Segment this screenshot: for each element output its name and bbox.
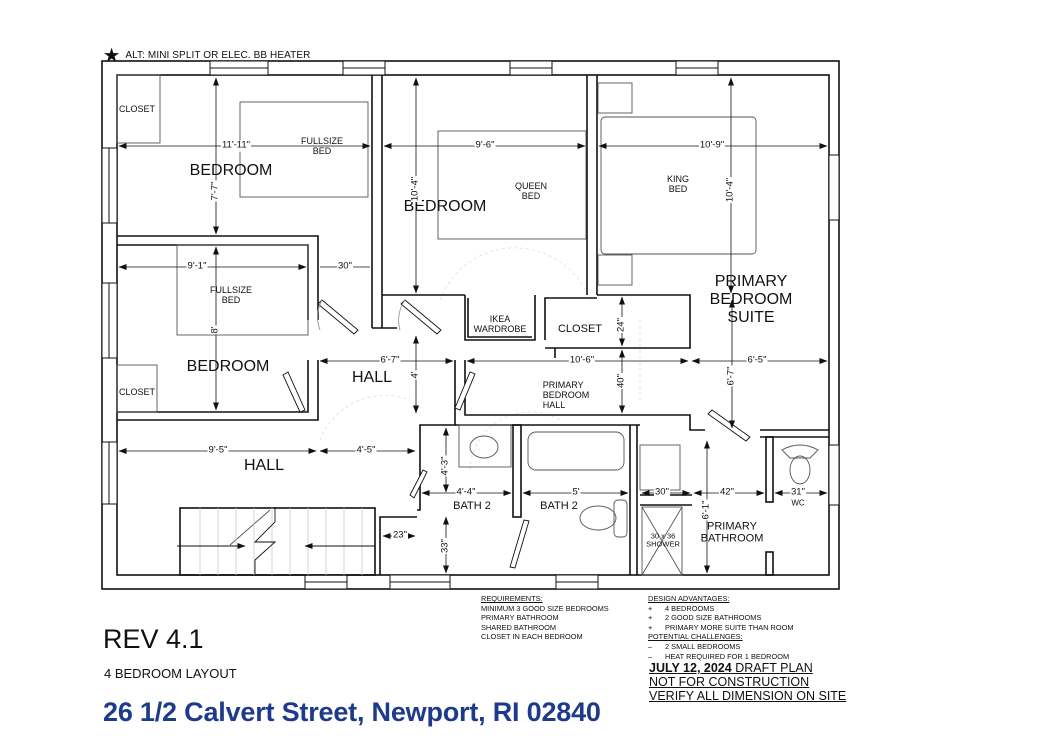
windows bbox=[101, 60, 840, 590]
challenges-title: POTENTIAL CHALLENGES: bbox=[648, 632, 743, 642]
dim-hall-south-extra: 4'-5" bbox=[355, 444, 377, 457]
requirement-item: MINIMUM 3 GOOD SIZE BEDROOMS bbox=[481, 603, 609, 613]
bedroom-center-label: BEDROOM bbox=[403, 198, 487, 216]
dim-primary-suite-height: 10'-4" bbox=[724, 176, 737, 204]
advantage-item: +2 GOOD SIZE BATHROOMS bbox=[648, 613, 762, 623]
bath2-vanity-label: BATH 2 bbox=[453, 499, 491, 512]
requirement-item: CLOSET IN EACH BEDROOM bbox=[481, 632, 583, 642]
dim-bedroom-w-width: 9'-1" bbox=[186, 260, 208, 273]
requirements-block: REQUIREMENTS: MINIMUM 3 GOOD SIZE BEDROO… bbox=[481, 594, 609, 642]
challenge-item: –2 SMALL BEDROOMS bbox=[648, 641, 741, 651]
hall-south-label: HALL bbox=[243, 457, 285, 475]
draft-notice: JULY 12, 2024 DRAFT PLAN NOT FOR CONSTRU… bbox=[649, 661, 846, 703]
design-notes-block: DESIGN ADVANTAGES: +4 BEDROOMS +2 GOOD S… bbox=[648, 594, 794, 661]
bedroom-w-label: BEDROOM bbox=[186, 358, 270, 376]
not-for-construction: NOT FOR CONSTRUCTION bbox=[649, 675, 810, 689]
revision-label: REV 4.1 bbox=[103, 624, 204, 654]
stair-break bbox=[177, 507, 375, 575]
dim-bath2-width: 4'-4" bbox=[455, 486, 477, 499]
requirement-item: PRIMARY BATHROOM bbox=[481, 613, 559, 623]
draft-date-line: JULY 12, 2024 DRAFT PLAN bbox=[649, 661, 813, 675]
dim-primary-bath-vanity: 30" bbox=[654, 486, 670, 499]
wc-label: WC bbox=[791, 498, 805, 508]
closet-primary-label: CLOSET bbox=[557, 322, 603, 335]
dim-primary-bath-height: 6'-1" bbox=[700, 499, 713, 521]
bath2-tub-label: BATH 2 bbox=[540, 499, 578, 512]
dim-bedroom-nw-height: 7'-7" bbox=[209, 180, 222, 202]
advantages-title: DESIGN ADVANTAGES: bbox=[648, 594, 730, 603]
requirement-item: SHARED BATHROOM bbox=[481, 622, 557, 632]
verify-dimensions: VERIFY ALL DIMENSION ON SITE bbox=[649, 689, 847, 703]
dim-primary-bath-middle: 42" bbox=[719, 486, 735, 499]
bedroom-nw-label: BEDROOM bbox=[189, 162, 273, 180]
faint-guides bbox=[319, 247, 641, 471]
dim-primary-hall-width: 10'-6" bbox=[568, 354, 596, 367]
challenge-item: –HEAT REQUIRED FOR 1 BEDROOM bbox=[648, 651, 790, 661]
dim-primary-suite-side-height: 6'-7" bbox=[725, 365, 738, 387]
dim-bedroom-center-width: 9'-6" bbox=[474, 139, 496, 152]
advantage-item: +4 BEDROOMS bbox=[648, 603, 715, 613]
dim-primary-suite-side: 6'-5" bbox=[746, 354, 768, 367]
dim-bedroom-w-height: 8' bbox=[209, 325, 222, 335]
dim-primary-hall-height: 40" bbox=[615, 373, 628, 389]
dim-gap-30: 30" bbox=[337, 260, 353, 273]
property-address: 26 1/2 Calvert Street, Newport, RI 02840 bbox=[103, 697, 601, 727]
closet-label-nw: CLOSET bbox=[118, 103, 156, 114]
stair-treads bbox=[199, 508, 363, 575]
dim-bedroom-center-height: 10'-4" bbox=[409, 175, 422, 203]
requirements-title: REQUIREMENTS: bbox=[481, 594, 543, 603]
hall-center-label: HALL bbox=[351, 369, 393, 387]
dim-bath2-height-top: 4'-3" bbox=[439, 455, 452, 477]
dim-bedroom-nw-width: 11'-11" bbox=[220, 139, 252, 152]
closet-label-w: CLOSET bbox=[118, 386, 156, 397]
advantage-item: +PRIMARY MORE SUITE THAN ROOM bbox=[648, 622, 794, 632]
dim-bath2-tub-width: 5' bbox=[571, 486, 581, 499]
dim-primary-bath-wc: 31" bbox=[790, 486, 806, 499]
dim-primary-suite-width: 10'-9" bbox=[698, 139, 726, 152]
dim-bath2-height-bottom: 33" bbox=[439, 538, 452, 554]
dim-hall-south-width: 9'-5" bbox=[207, 444, 229, 457]
dim-hall-south-step: 23" bbox=[392, 529, 408, 542]
dim-hall-height: 4' bbox=[409, 370, 422, 380]
dim-closet-depth: 24" bbox=[615, 317, 628, 333]
header-note-text: ALT: MINI SPLIT OR ELEC. BB HEATER bbox=[125, 50, 311, 61]
layout-label: 4 BEDROOM LAYOUT bbox=[104, 666, 237, 681]
dim-hall-width: 6'-7" bbox=[379, 354, 401, 367]
